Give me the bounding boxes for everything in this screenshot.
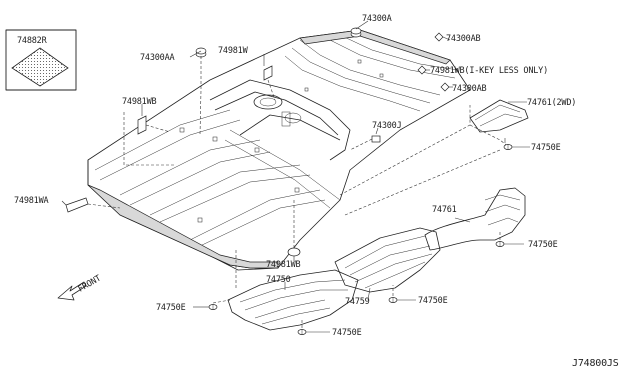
label-74300ab-top: 74300AB xyxy=(446,34,481,44)
label-74981wb-left: 74981WB xyxy=(122,97,157,107)
insulator-74750 xyxy=(227,269,359,331)
label-front: FRONT xyxy=(77,274,103,295)
label-74750e-left: 74750E xyxy=(156,303,186,313)
plug-74300ab-top-icon xyxy=(434,32,444,42)
labels: 74882R 74300A 74300AB 74300AA 74981W 749… xyxy=(14,14,619,369)
clips-74750e xyxy=(193,144,530,335)
clip-74750e-mid-icon xyxy=(388,297,398,303)
insulator-74759 xyxy=(334,227,441,301)
pad-74981wa-icon xyxy=(65,197,89,213)
clip-74750e-right-top-icon xyxy=(503,144,513,150)
label-74882r: 74882R xyxy=(17,36,48,46)
label-74300aa: 74300AA xyxy=(140,53,175,63)
pad-74981wb-bottom-icon xyxy=(287,247,301,257)
pad-74981wb-left-icon xyxy=(137,115,147,135)
label-74981wa: 74981WA xyxy=(14,196,49,206)
clip-74750e-right-mid-icon xyxy=(495,241,505,247)
label-74750e-right-mid: 74750E xyxy=(528,240,558,250)
plug-74300j-icon xyxy=(371,135,381,143)
label-74759: 74759 xyxy=(345,297,370,307)
label-74750e-right-top: 74750E xyxy=(531,143,561,153)
label-74750e-mid: 74750E xyxy=(418,296,448,306)
inset-mat-box xyxy=(5,29,77,91)
label-74981wb-key: 74981WB(I-KEY LESS ONLY) xyxy=(430,66,548,76)
label-74981w: 74981W xyxy=(218,46,249,56)
label-74761: 74761 xyxy=(432,205,457,215)
label-74300ab-mid: 74300AB xyxy=(452,84,487,94)
plug-74300a-icon xyxy=(350,27,362,38)
plug-74300aa-icon xyxy=(195,47,207,58)
label-74761-2wd: 74761(2WD) xyxy=(527,98,576,108)
label-74981wb-bottom: 74981WB xyxy=(266,260,301,270)
pad-74981w-icon xyxy=(263,65,273,81)
diagram-code: J74800JS xyxy=(572,358,619,369)
front-arrow xyxy=(57,281,87,301)
plug-74300ab-mid-icon xyxy=(440,82,450,92)
floor-mat-icon xyxy=(11,47,69,87)
label-74300j: 74300J xyxy=(372,121,402,131)
label-74300a: 74300A xyxy=(362,14,392,24)
label-74750e-bottom: 74750E xyxy=(332,328,362,338)
insulator-74761-2wd xyxy=(469,99,529,133)
clip-74750e-left-icon xyxy=(208,304,218,310)
clip-74750e-bottom-icon xyxy=(297,329,307,335)
label-74750: 74750 xyxy=(266,275,291,285)
floor-panel xyxy=(87,29,471,271)
insulator-74761 xyxy=(424,187,526,251)
plugs xyxy=(65,27,450,257)
